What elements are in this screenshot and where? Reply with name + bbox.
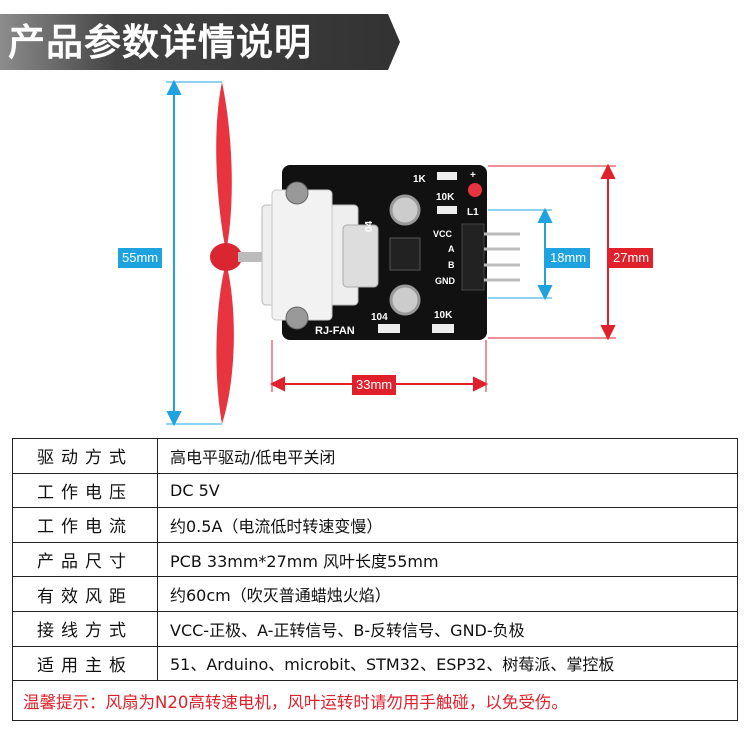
board-width-label: 33mm [352, 375, 397, 395]
spec-value: 51、Arduino、microbit、STM32、ESP32、树莓派、掌控板 [157, 645, 738, 682]
product-diagram: 1K 10K L1 + VCC A B GND 04 104 10K RJ-FA… [166, 79, 616, 427]
spec-key: 工作电压 [12, 472, 158, 509]
spec-key: 有效风距 [12, 576, 158, 612]
spec-key: 接线方式 [12, 610, 158, 647]
label-04: 04 [364, 220, 375, 232]
table-row: 驱动方式高电平驱动/低电平关闭 [12, 438, 738, 474]
label-plus: + [470, 170, 476, 181]
table-row: 有效风距约60cm（吹灭普通蜡烛火焰） [12, 576, 738, 612]
pcb-board: 1K 10K L1 + VCC A B GND 04 104 10K RJ-FA… [261, 165, 520, 340]
label-10k-top: 10K [436, 192, 455, 203]
spec-key: 驱动方式 [12, 438, 158, 474]
spec-value: 高电平驱动/低电平关闭 [157, 438, 738, 474]
pin-span-dimension [488, 207, 553, 301]
spec-value: DC 5V [157, 472, 738, 509]
spec-value: PCB 33mm*27mm 风叶长度55mm [157, 541, 738, 578]
table-row: 工作电流约0.5A（电流低时转速变慢） [12, 507, 738, 543]
board-width-dimension [269, 340, 489, 392]
label-104: 104 [371, 312, 388, 323]
label-l1: L1 [467, 207, 479, 218]
label-board-name: RJ-FAN [315, 325, 355, 337]
pin-vcc: VCC [433, 229, 453, 239]
board-height-label: 27mm [609, 248, 654, 268]
header-banner [0, 14, 388, 70]
warning-row: 温馨提示：风扇为N20高转速电机，风叶运转时请勿用手触碰，以免受伤。 [12, 680, 738, 722]
spec-value: 约60cm（吹灭普通蜡烛火焰） [157, 576, 738, 612]
spec-value: VCC-正极、A-正转信号、B-反转信号、GND-负极 [157, 610, 738, 647]
page-title: 产品参数详情说明 [8, 21, 312, 64]
warning-text: 温馨提示：风扇为N20高转速电机，风叶运转时请勿用手触碰，以免受伤。 [12, 680, 738, 722]
pin-a: A [448, 244, 455, 254]
label-10k-bottom: 10K [434, 310, 453, 321]
pin-span-label: 18mm [546, 248, 591, 268]
spec-key: 工作电流 [12, 507, 158, 543]
pin-gnd: GND [435, 276, 456, 286]
spec-value: 约0.5A（电流低时转速变慢） [157, 507, 738, 543]
board-height-dimension [488, 163, 616, 341]
header-banner-tip [388, 14, 400, 70]
pin-b: B [448, 260, 455, 270]
fan-propeller [210, 82, 268, 424]
fan-height-dimension [166, 79, 222, 427]
spec-key: 适用主板 [12, 645, 158, 682]
spec-key: 产品尺寸 [12, 541, 158, 578]
fan-height-label: 55mm [118, 248, 163, 268]
label-1k: 1K [413, 174, 427, 185]
